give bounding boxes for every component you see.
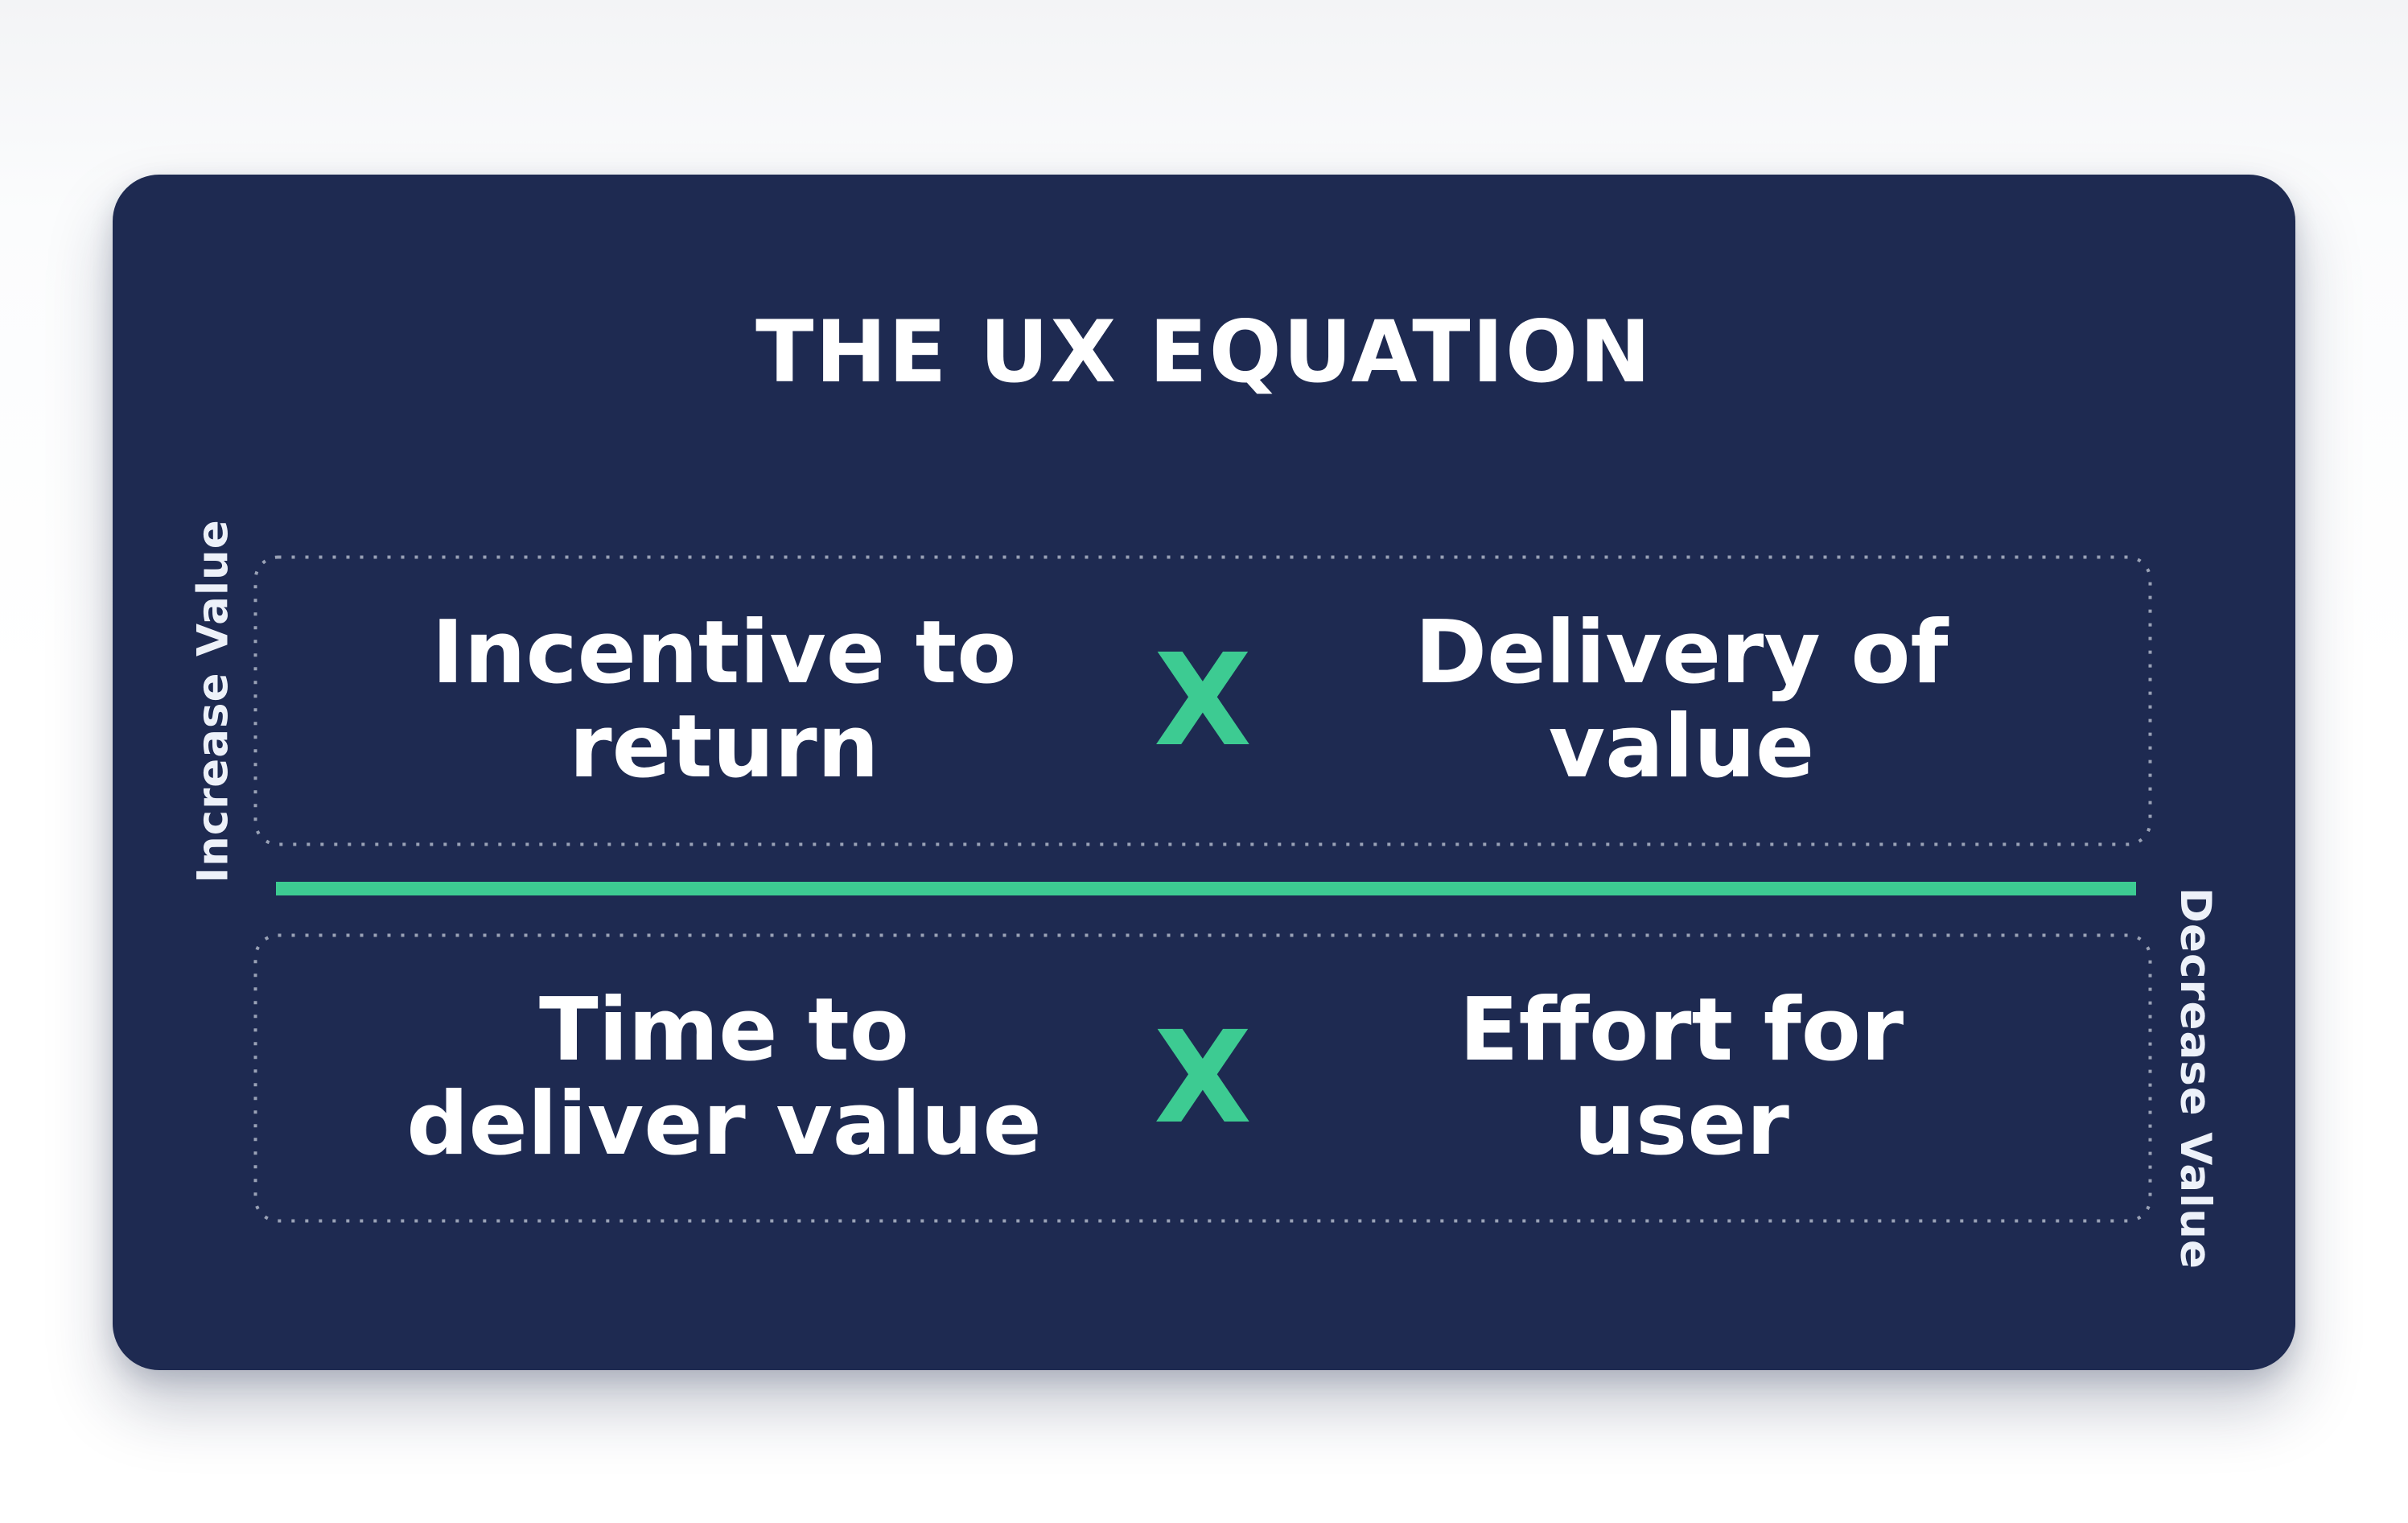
denominator-left-term: Time to deliver value: [326, 984, 1122, 1171]
multiplication-x-icon: X: [1154, 1004, 1252, 1152]
term-line: Delivery of: [1414, 603, 1949, 704]
term-line: return: [569, 697, 879, 797]
decrease-value-label: Decrease Value: [2170, 887, 2220, 1270]
numerator-right-term: Delivery of value: [1283, 607, 2080, 794]
increase-value-label: Increase Value: [188, 518, 238, 883]
fraction-divider-line: [276, 882, 2136, 895]
increase-value-label-wrap: Increase Value: [189, 519, 238, 883]
multiplication-x-icon: X: [1154, 627, 1252, 775]
term-line: Incentive to: [431, 603, 1017, 704]
term-line: value: [1548, 697, 1815, 797]
numerator-box: Incentive to return X Delivery of value: [253, 555, 2152, 846]
term-line: Effort for: [1459, 980, 1904, 1081]
term-line: deliver value: [406, 1074, 1042, 1175]
denominator-right-term: Effort for user: [1283, 984, 2080, 1171]
ux-equation-card: THE UX EQUATION Incentive to return X De…: [113, 175, 2295, 1370]
page-title: THE UX EQUATION: [755, 303, 1653, 401]
denominator-box: Time to deliver value X Effort for user: [253, 933, 2152, 1223]
term-line: Time to: [539, 980, 909, 1081]
term-line: user: [1574, 1074, 1789, 1175]
numerator-left-term: Incentive to return: [326, 607, 1122, 794]
decrease-value-label-wrap: Decrease Value: [2171, 887, 2220, 1270]
